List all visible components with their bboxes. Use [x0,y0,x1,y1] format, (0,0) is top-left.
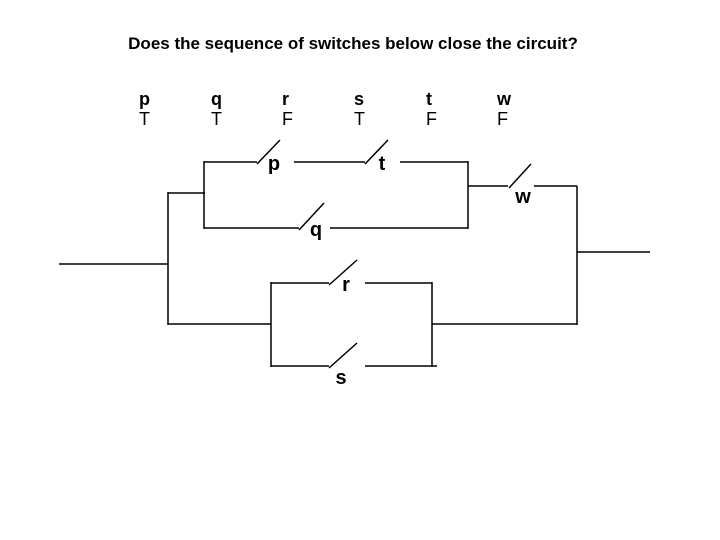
truth-table-column: s T [354,89,394,129]
switch-p-blade [256,139,281,165]
switch-s-blade [328,342,358,369]
slide-title: Does the sequence of switches below clos… [128,34,578,53]
variable-value: T [139,109,150,129]
truth-table-column: t F [426,89,466,129]
variable-name: w [497,89,512,109]
truth-table-column: p T [139,89,179,129]
variable-name: p [139,89,150,109]
truth-table-column: q T [211,89,251,129]
switch-r-blade [328,259,358,286]
truth-table-column: w F [497,89,537,129]
switch-p-label: p [268,153,280,175]
circuit-switch-labels: p t q w r s [268,153,531,389]
circuit-wires [59,139,650,369]
switch-q-label: q [310,219,322,241]
variable-value: T [211,109,222,129]
switch-w-blade [508,163,532,189]
variable-name: s [354,89,365,109]
switch-t-blade [364,139,389,165]
switch-w-label: w [514,186,531,208]
variable-value: F [282,109,293,129]
truth-table-column: r F [282,89,322,129]
variable-name: r [282,89,290,109]
variable-name: t [426,89,432,109]
variable-value: F [426,109,437,129]
switch-s-label: s [335,367,346,389]
variable-value: T [354,109,365,129]
switch-r-label: r [342,274,350,296]
switch-q-blade [298,202,325,231]
truth-table: p T q T r F s T t F w F [0,0,720,140]
switch-t-label: t [379,153,386,175]
variable-name: q [211,89,222,109]
variable-value: F [497,109,508,129]
